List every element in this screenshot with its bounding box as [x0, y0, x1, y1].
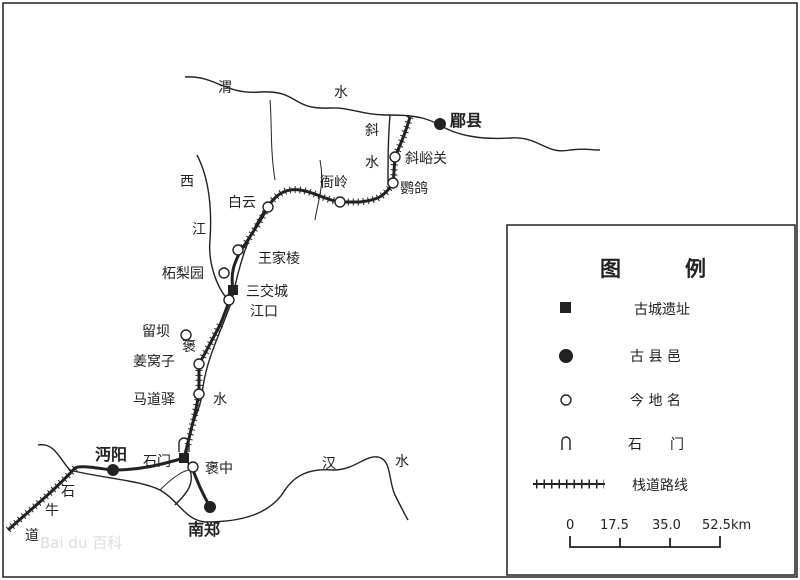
xie-river-label-2: 水 [365, 155, 379, 171]
bao-river-label-1: 褒 [182, 339, 196, 355]
branch-river [269, 99, 323, 221]
place-marker [218, 267, 230, 279]
place-marker [223, 294, 235, 306]
shiniudao-label-2: 牛 [45, 503, 59, 519]
filled-circle-icon [559, 349, 573, 363]
place-baozhong: 褒中 [205, 461, 233, 477]
ruin-marker-shimen [179, 453, 189, 463]
scale-tick-52.5: 52.5km [702, 518, 751, 533]
han-river [37, 444, 409, 523]
filled-square-icon [560, 302, 571, 313]
place-baiyun: 白云 [228, 195, 256, 211]
place-meixian: 郿县 [449, 111, 482, 130]
stone-gate-marker [178, 437, 190, 452]
legend-title-2: 例 [685, 257, 706, 281]
xijiang-label-2: 江 [192, 222, 206, 238]
place-liuba: 留坝 [142, 324, 170, 340]
place-mianyang: 沔阳 [95, 445, 127, 464]
han-river-label-2: 水 [395, 454, 409, 470]
county-marker-nanzheng [204, 501, 216, 513]
legend-label-place: 今 地 名 [630, 393, 681, 409]
xie-river-label-1: 斜 [365, 123, 379, 139]
wei-river-label-1: 渭 [218, 80, 232, 96]
place-marker [387, 177, 399, 189]
place-wangjialing: 王家棱 [258, 250, 300, 267]
wei-river-label-2: 水 [334, 85, 348, 101]
shiniudao-label-3: 道 [25, 528, 39, 544]
place-marker [180, 329, 192, 341]
legend-label-ruin: 古城遗址 [634, 302, 690, 318]
han-river-label-1: 汉 [322, 456, 336, 472]
county-marker-meixian [434, 118, 446, 130]
place-nanzheng: 南郑 [188, 520, 220, 539]
open-circle-icon [560, 394, 572, 406]
place-jiangkou: 江口 [250, 304, 278, 320]
scale-bar: 0 17.5 35.0 52.5km [566, 518, 751, 548]
legend-label-county: 古 县 邑 [630, 349, 681, 365]
scale-tick-0: 0 [566, 518, 574, 533]
bao-river-label-2: 水 [213, 392, 227, 408]
scale-tick-17.5: 17.5 [600, 518, 629, 533]
watermark: Bai du 百科 [40, 534, 122, 552]
xijiang-river [196, 154, 229, 301]
place-marker [334, 196, 346, 208]
place-sanjiaocheng: 三交城 [246, 283, 288, 300]
legend: 图 例 古城遗址 古 县 邑 今 地 名 石 门 栈道路线 0 17.5 35.… [506, 224, 796, 576]
arch-icon [561, 436, 571, 450]
shiniudao-label-1: 石 [61, 484, 75, 500]
bao-river [174, 204, 269, 506]
xijiang-label-1: 西 [180, 174, 194, 190]
xie-river [387, 114, 391, 186]
ruin-marker-sanjiaocheng [228, 285, 238, 295]
han-tributary [159, 469, 191, 491]
place-jiangwozi: 姜窝子 [133, 353, 175, 370]
place-zheliyuan: 柘梨园 [162, 266, 204, 282]
scale-tick-35: 35.0 [652, 518, 681, 533]
place-marker [262, 201, 274, 213]
legend-label-stonegate: 石 门 [628, 437, 684, 453]
place-shimen: 石门 [143, 454, 171, 470]
place-marker [187, 461, 199, 473]
place-madaoyi: 马道驿 [133, 392, 175, 408]
place-yaling: 衙岭 [320, 175, 348, 191]
legend-label-road: 栈道路线 [632, 478, 688, 494]
place-marker [193, 388, 205, 400]
wei-river [184, 76, 601, 152]
place-marker [389, 151, 401, 163]
place-marker [232, 244, 244, 256]
place-xieyuguan: 斜峪关 [405, 151, 447, 167]
place-marker [193, 358, 205, 370]
county-marker-mianyang [107, 464, 119, 476]
legend-title-1: 图 [600, 257, 621, 281]
place-yingge: 鹦鸽 [400, 180, 428, 197]
